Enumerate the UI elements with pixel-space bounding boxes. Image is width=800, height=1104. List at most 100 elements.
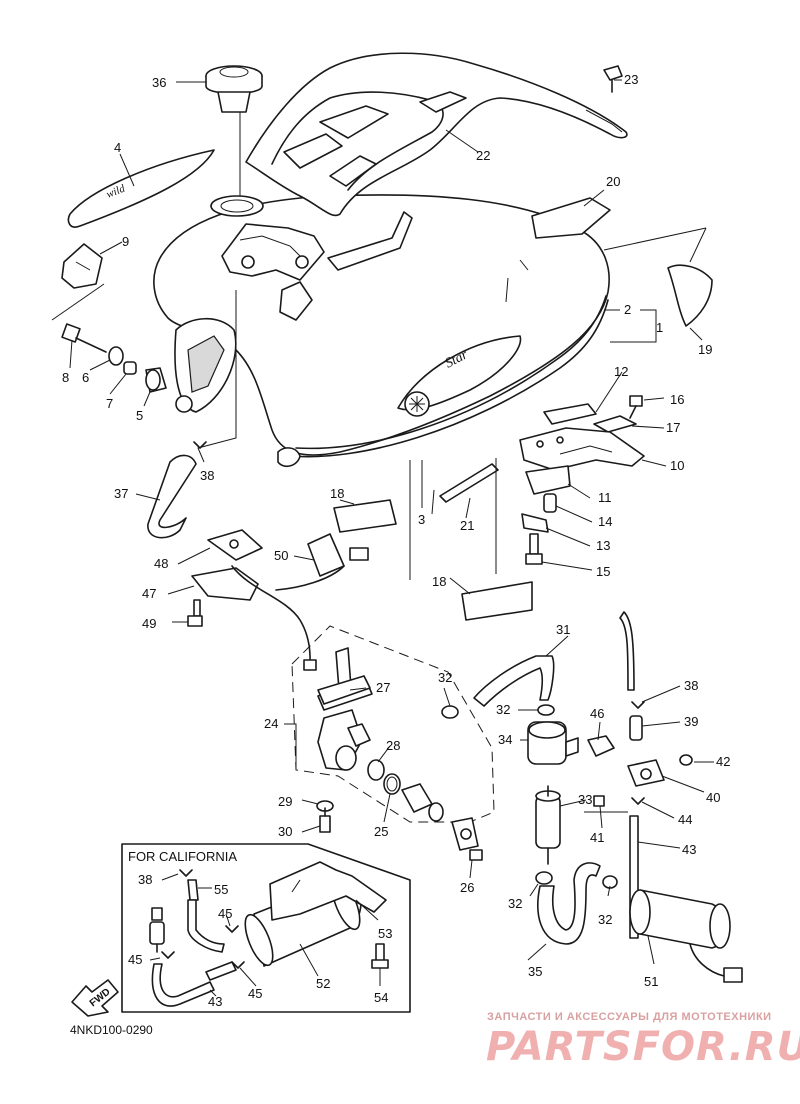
cover-19 [667, 264, 713, 327]
clip-38-right [631, 701, 645, 709]
california-box-title: FOR CALIFORNIA [128, 849, 237, 864]
petcock-24 [317, 647, 373, 771]
hose-43-main [619, 611, 639, 939]
bolt-15 [525, 533, 543, 565]
leader-lines [51, 79, 714, 997]
fuel-tank: Star [153, 194, 610, 468]
callout-50: 50 [274, 548, 288, 563]
callout-32-c: 32 [508, 896, 522, 911]
callout-17: 17 [666, 420, 680, 435]
fwd-arrow [71, 979, 119, 1017]
callout-54: 54 [374, 990, 388, 1005]
callout-8: 8 [62, 370, 69, 385]
callout-13: 13 [596, 538, 610, 553]
cover-20 [531, 197, 611, 239]
callout-12: 12 [614, 364, 628, 379]
callout-4: 4 [114, 140, 121, 155]
clip-38-upper [193, 441, 207, 449]
callout-42: 42 [716, 754, 730, 769]
callout-28: 28 [386, 738, 400, 753]
callout-32-b: 32 [496, 702, 510, 717]
callout-27: 27 [376, 680, 390, 695]
clip-44 [631, 797, 645, 805]
california-box: FOR CALIFORNIA FWD [71, 843, 411, 1017]
petcock-group-boundary [291, 625, 495, 823]
callout-9: 9 [122, 234, 129, 249]
callout-38-upper: 38 [200, 468, 214, 483]
sensor-50 [307, 533, 369, 577]
callout-22: 22 [476, 148, 490, 163]
bracket-10 [519, 427, 645, 471]
callout-46: 46 [590, 706, 604, 721]
gasket-17 [593, 415, 637, 433]
fuel-filter-33 [535, 785, 561, 865]
callout-34: 34 [498, 732, 512, 747]
callout-44: 44 [678, 812, 692, 827]
hose-35 [537, 862, 601, 945]
emblem-4: wild [67, 149, 215, 228]
harness-wire [231, 565, 345, 671]
collar-14 [543, 493, 557, 513]
callout-15: 15 [596, 564, 610, 579]
callout-47: 47 [142, 586, 156, 601]
joint-39 [629, 715, 643, 741]
callout-38-right: 38 [684, 678, 698, 693]
callout-5: 5 [136, 408, 143, 423]
gasket-27 [317, 675, 371, 705]
callout-45-a: 45 [218, 906, 232, 921]
clamp-32-a [441, 705, 459, 719]
clamp-32-c [535, 871, 553, 885]
diagram-code: 4NKD100-0290 [70, 1023, 153, 1037]
callout-40: 40 [706, 790, 720, 805]
bracket-47 [191, 567, 259, 601]
callout-33: 33 [578, 792, 592, 807]
callout-16: 16 [670, 392, 684, 407]
watermark-logo: PARTSFOR.RU [486, 1024, 800, 1070]
clamp-32-b [537, 704, 555, 716]
callout-21: 21 [460, 518, 474, 533]
canister-51 [629, 889, 743, 983]
callout-55: 55 [214, 882, 228, 897]
cap-42 [679, 754, 693, 766]
callout-45-b: 45 [128, 952, 142, 967]
callout-48: 48 [154, 556, 168, 571]
bracket-46 [587, 735, 615, 757]
callout-24: 24 [264, 716, 278, 731]
callout-18-upper: 18 [330, 486, 344, 501]
collar-7 [123, 361, 137, 375]
callout-37: 37 [114, 486, 128, 501]
hose-37 [147, 454, 197, 539]
callout-10: 10 [670, 458, 684, 473]
watermark-tagline: ЗАПЧАСТИ И АКСЕССУАРЫ ДЛЯ МОТОТЕХНИКИ [487, 1011, 772, 1023]
holder-40 [627, 759, 665, 787]
seat-22 [245, 52, 628, 217]
callout-39: 39 [684, 714, 698, 729]
screw-30 [319, 807, 331, 833]
callout-14: 14 [598, 514, 612, 529]
washer-6 [108, 346, 124, 366]
callout-6: 6 [82, 370, 89, 385]
callout-53: 53 [378, 926, 392, 941]
callout-52: 52 [316, 976, 330, 991]
callout-25: 25 [374, 824, 388, 839]
fuel-cap-36 [205, 65, 263, 113]
plate-12 [543, 403, 597, 425]
screw-41 [593, 795, 605, 807]
callout-29: 29 [278, 794, 292, 809]
callout-51: 51 [644, 974, 658, 989]
callout-20: 20 [606, 174, 620, 189]
strip-21 [439, 463, 499, 503]
bolt-8 [61, 323, 107, 353]
callout-2: 2 [624, 302, 631, 317]
callout-49: 49 [142, 616, 156, 631]
seal-28 [367, 759, 385, 781]
washer-13 [521, 513, 549, 533]
callout-43: 43 [682, 842, 696, 857]
hose-31 [473, 655, 555, 707]
callouts: 36 23 22 4 9 20 2 1 19 8 6 7 5 38 37 18 … [62, 72, 730, 1009]
callout-3: 3 [418, 512, 425, 527]
callout-31: 31 [556, 622, 570, 637]
bolt-49 [187, 599, 203, 627]
damper-5 [145, 367, 167, 393]
